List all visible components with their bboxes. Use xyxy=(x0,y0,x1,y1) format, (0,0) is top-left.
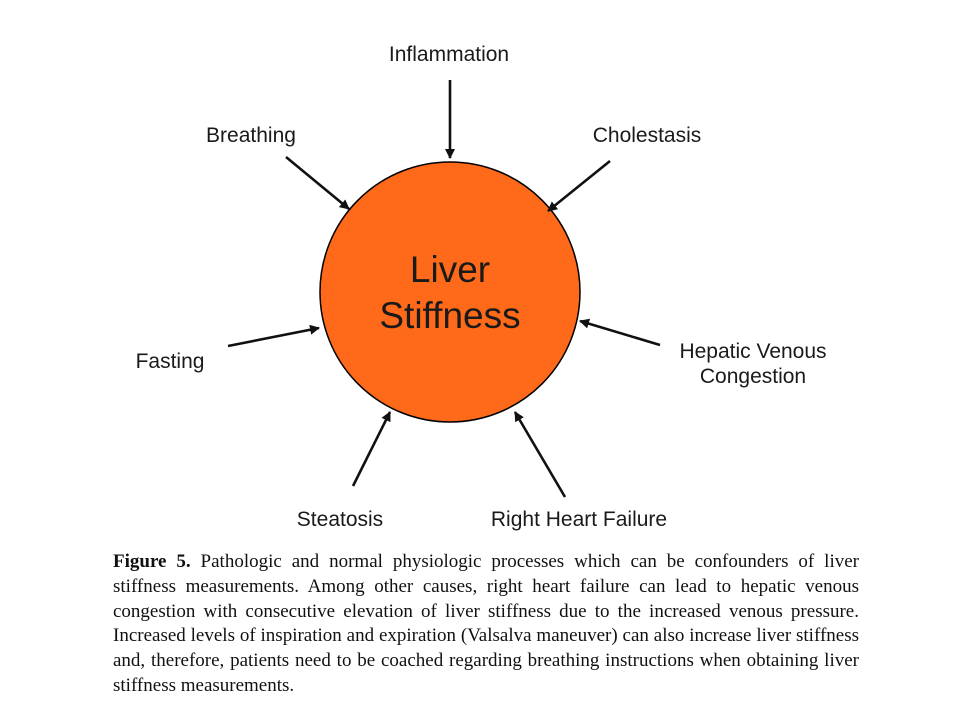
label-hepatic-venous-congestion-line1: Hepatic Venous xyxy=(679,340,826,363)
label-inflammation: Inflammation xyxy=(389,43,509,66)
label-steatosis: Steatosis xyxy=(297,508,383,531)
arrow-hepatic-venous-congestion xyxy=(579,318,661,347)
figure-caption: Figure 5. Pathologic and normal physiolo… xyxy=(113,550,859,699)
arrow-steatosis xyxy=(351,411,392,487)
arrow-fasting xyxy=(227,324,320,348)
figure-label: Figure 5. xyxy=(113,551,191,572)
center-label-line1: Liver xyxy=(410,249,490,290)
liver-stiffness-diagram: Liver Stiffness Inflammation Breathing C… xyxy=(136,43,827,531)
label-right-heart-failure: Right Heart Failure xyxy=(491,508,667,531)
label-breathing: Breathing xyxy=(206,124,296,147)
arrow-right-heart-failure xyxy=(513,411,567,498)
center-label-line2: Stiffness xyxy=(379,295,520,336)
arrow-cholestasis xyxy=(547,159,611,213)
arrow-breathing xyxy=(285,155,350,211)
caption-text: Pathologic and normal physiologic proces… xyxy=(113,551,859,696)
label-hepatic-venous-congestion-line2: Congestion xyxy=(700,365,806,388)
liver-stiffness-circle xyxy=(319,161,581,423)
label-fasting: Fasting xyxy=(136,350,205,373)
label-cholestasis: Cholestasis xyxy=(593,124,702,147)
